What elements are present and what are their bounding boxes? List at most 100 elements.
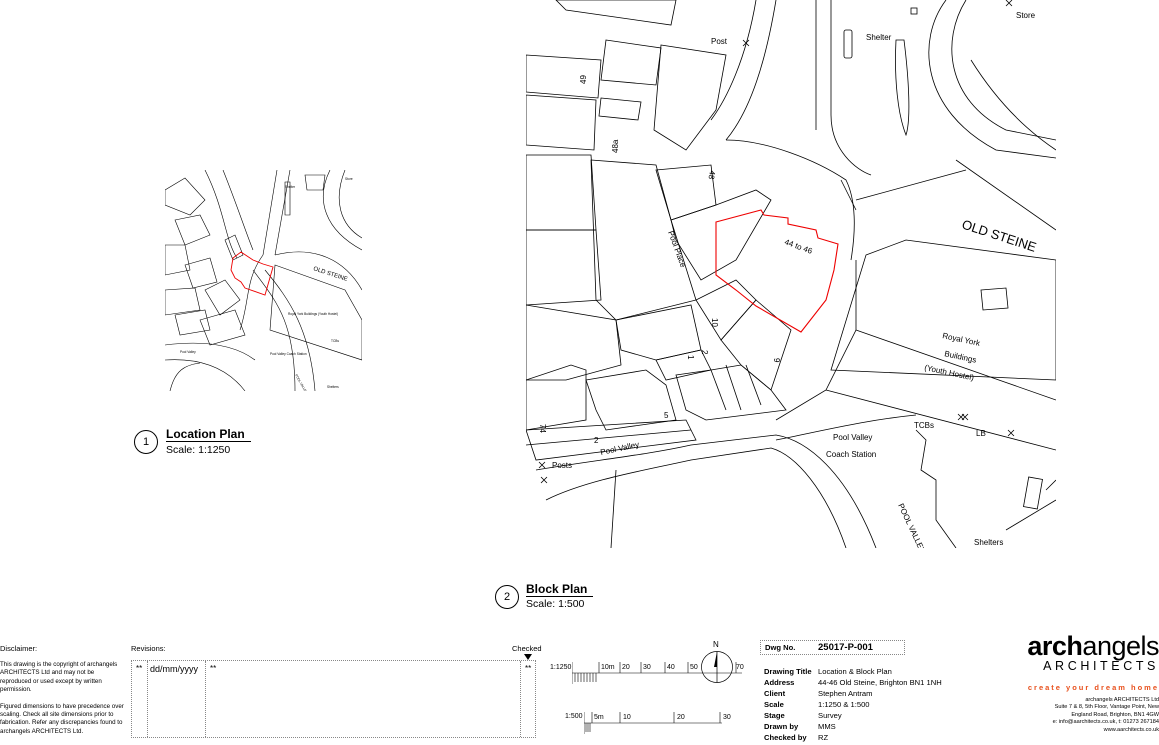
block-plan-map: Post Shelter Store 49 48a 48 44 to 46 OL…: [526, 0, 1056, 548]
revisions-checked-heading: Checked: [512, 644, 542, 653]
block-plan-74-label: 74: [538, 424, 547, 433]
location-plan-title: Location Plan: [166, 427, 251, 442]
block-plan-coach-line2: Coach Station: [826, 450, 876, 459]
logo-text-light: angels: [1082, 631, 1159, 661]
block-plan-royal-york-line3: (Youth Hostel): [924, 363, 975, 382]
disclaimer-dimensions-text: Figured dimensions to have precedence ov…: [0, 702, 124, 735]
scale-bar-1250-label: 1:1250: [550, 664, 572, 671]
address-value: 44-46 Old Steine, Brighton BN1 1NH: [818, 678, 942, 687]
block-plan-post-label: Post: [711, 37, 728, 46]
scale-bar-500: [584, 712, 722, 734]
company-address-line2: England Road, Brighton, BN1 4GW: [1071, 711, 1159, 718]
drawing-title-value: Location & Block Plan: [818, 667, 892, 676]
block-plan-10-label: 10: [710, 318, 719, 327]
scale-bar-1250: [572, 662, 742, 684]
location-plan-pool-valley-label: Pool Valley: [180, 350, 196, 354]
drawing-number-box: Dwg No. 25017-P-001: [760, 640, 905, 655]
revision-checked: **: [525, 664, 532, 673]
checked-marker-icon: [524, 654, 532, 660]
scale-label: Scale: [764, 700, 784, 709]
scale-bar-1250-tick-1: 20: [622, 664, 630, 671]
location-plan-tcbs-label: TCBs: [331, 339, 339, 343]
block-plan-coach-line1: Pool Valley: [833, 433, 872, 442]
block-plan-shelters-label: Shelters: [974, 538, 1003, 547]
block-plan-lb-label: LB: [976, 429, 986, 438]
scale-bar-1250-tick-0: 10m: [601, 664, 615, 671]
revision-date: dd/mm/yyyy: [150, 664, 199, 674]
title-block: Drawing Title Location & Block Plan Addre…: [764, 661, 964, 742]
scale-bar-500-tick-0: 5m: [594, 714, 604, 721]
drawing-number-label: Dwg No.: [765, 643, 796, 652]
block-plan-site-label: 44 to 46: [783, 237, 814, 256]
revision-mark: **: [136, 664, 143, 673]
scale-bar-1250-tick-4: 50: [690, 664, 698, 671]
block-plan-pool-valley-road-label: POOL VALLEY: [896, 502, 927, 548]
block-plan-royal-york-line1: Royal York: [942, 331, 982, 348]
block-plan-scale: Scale: 1:500: [526, 598, 585, 610]
location-plan-shelters-label: Shelters: [327, 385, 339, 389]
scale-bar-500-tick-2: 20: [677, 714, 685, 721]
company-address-line1: Suite 7 & 8, 5th Floor, Vantage Point, N…: [1054, 704, 1159, 711]
block-plan-9-label: 9: [772, 358, 781, 363]
location-plan-shelter-label: Shelter: [285, 185, 296, 189]
scale-bar-1250-tick-3: 40: [667, 664, 675, 671]
block-plan-49-label: 49: [579, 75, 588, 84]
location-plan-road-label: POOL VALLEY: [294, 374, 309, 392]
drawn-by-label: Drawn by: [764, 722, 799, 731]
disclaimer: Disclaimer: This drawing is the copyrigh…: [0, 644, 126, 736]
disclaimer-copyright-text: This drawing is the copyright of archang…: [0, 661, 118, 694]
company-address: archangels ARCHITECTS Ltd Suite 7 & 8, 5…: [1053, 697, 1159, 734]
scale-value: 1:1250 & 1:500: [818, 700, 870, 709]
drawing-number-value: 25017-P-001: [818, 642, 873, 653]
stage-value: Survey: [818, 711, 842, 720]
location-plan-building-label: Royal York Buildings (Youth Hostel): [288, 312, 338, 316]
block-plan-48a-label: 48a: [611, 139, 620, 153]
scale-bar-1250-tick-5: 70: [736, 664, 744, 671]
checked-by-label: Checked by: [764, 733, 807, 742]
scale-bar-500-label: 1:500: [565, 713, 583, 720]
company-logo: archangels ARCHITECTS: [959, 632, 1159, 672]
revisions-table: ** dd/mm/yyyy ** **: [131, 660, 536, 738]
block-plan-pool-place-label: Pool Place: [666, 230, 688, 270]
location-plan-store-label: Store: [345, 177, 353, 181]
block-plan-48-label: 48: [706, 170, 717, 181]
disclaimer-heading: Disclaimer:: [0, 644, 38, 653]
scale-bar-500-tick-1: 10: [623, 714, 631, 721]
block-plan-site-outline: [715, 209, 839, 333]
north-label: N: [713, 640, 719, 649]
checked-by-value: RZ: [818, 733, 829, 742]
logo-subtitle: ARCHITECTS: [1043, 659, 1159, 673]
client-value: Stephen Antram: [818, 689, 873, 698]
block-plan-2a-label: 2: [700, 350, 709, 355]
revisions-heading: Revisions:: [131, 644, 166, 653]
block-plan-posts-label: Posts: [552, 461, 572, 470]
drawing-title-label: Drawing Title: [764, 667, 812, 676]
company-name: archangels ARCHITECTS Ltd: [1085, 697, 1159, 703]
location-plan-site-outline: [230, 251, 274, 296]
block-plan-shelter-label: Shelter: [866, 33, 892, 42]
north-arrow-icon: [701, 651, 733, 683]
location-plan-scale: Scale: 1:1250: [166, 444, 231, 456]
block-plan-tcbs-label: TCBs: [914, 421, 934, 430]
location-plan-map: OLD STEINE Royal York Buildings (Youth H…: [165, 170, 362, 391]
block-plan-2b-label: 2: [594, 436, 599, 445]
company-website[interactable]: www.aarchitects.co.uk: [1103, 726, 1159, 733]
scale-bar-1250-tick-2: 30: [643, 664, 651, 671]
location-plan-coach-label: Pool Valley Coach Station: [270, 352, 307, 356]
company-tagline: create your dream home: [1027, 683, 1159, 692]
drawn-by-value: MMS: [818, 722, 836, 731]
block-plan-5-label: 5: [664, 411, 669, 420]
block-plan-store-label: Store: [1016, 11, 1036, 20]
block-plan-number: 2: [495, 585, 519, 609]
block-plan-1-label: 1: [686, 355, 695, 360]
address-label: Address: [764, 678, 795, 687]
revision-description: **: [210, 664, 217, 673]
block-plan-title: Block Plan: [526, 582, 594, 597]
block-plan-pool-valley-label: Pool Valley: [600, 440, 640, 457]
client-label: Client: [764, 689, 786, 698]
company-contact: e: info@aarchitects.co.uk, t: 01273 2671…: [1052, 719, 1159, 726]
scale-bar-500-tick-3: 30: [723, 714, 731, 721]
logo-text-bold: arch: [1027, 631, 1083, 661]
location-plan-number: 1: [134, 430, 158, 454]
stage-label: Stage: [764, 711, 785, 720]
